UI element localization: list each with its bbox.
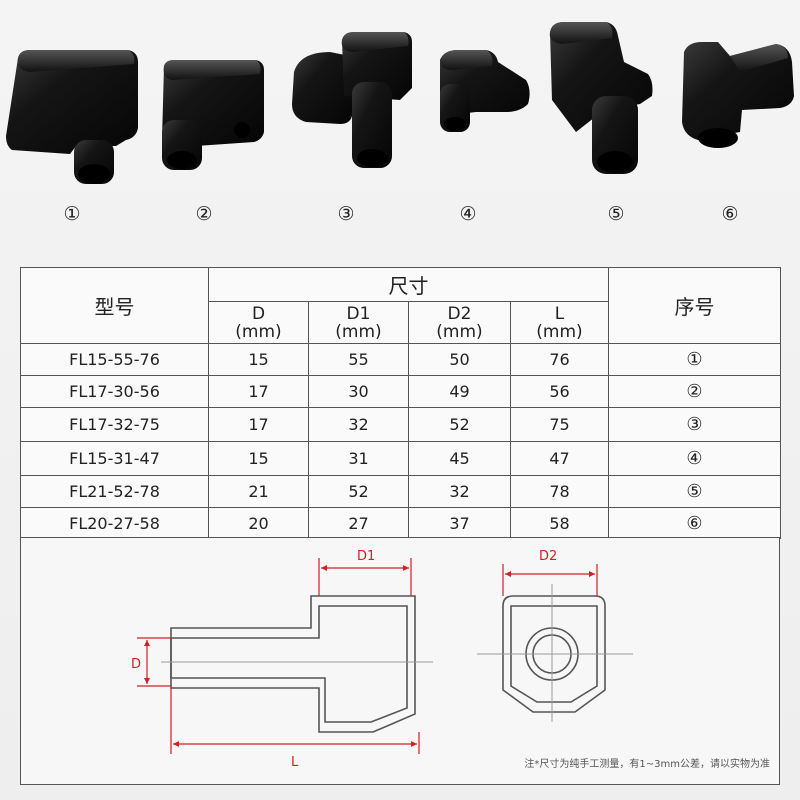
label-l: L [291,755,299,770]
cell-model: FL17-30-56 [20,375,209,408]
product-label-3: ③ [337,203,355,225]
cell-model: FL17-32-75 [20,407,209,442]
table-row: FL17-30-56 17 30 49 56 ② [20,375,781,408]
cell-d: 17 [208,407,309,442]
cell-d1: 27 [308,507,409,539]
cell-l: 56 [510,375,609,408]
cell-index: ⑤ [608,475,781,508]
side-view-inner [170,605,408,723]
cell-d2: 50 [408,343,511,376]
spec-table: 型号 尺寸 序号 D(mm) D1(mm) D2(mm) L(mm) FL15-… [20,267,781,539]
dimension-drawing: D1 D2 D L [131,549,633,770]
cell-index: ② [608,375,781,408]
cell-l: 75 [510,407,609,442]
product-photos [6,22,794,184]
header-size: 尺寸 [208,267,609,302]
product-label-2: ② [195,203,213,225]
cell-d1: 32 [308,407,409,442]
cell-d2: 37 [408,507,511,539]
cell-d: 20 [208,507,309,539]
cell-l: 76 [510,343,609,376]
header-col-l: L(mm) [510,301,609,344]
header-col-d: D(mm) [208,301,309,344]
cell-model: FL20-27-58 [20,507,209,539]
header-col-d2: D2(mm) [408,301,511,344]
product-2 [162,60,264,170]
cell-d1: 30 [308,375,409,408]
table-row: FL15-55-76 15 55 50 76 ① [20,343,781,376]
header-col-d1: D1(mm) [308,301,409,344]
cell-model: FL15-31-47 [20,441,209,476]
table-row: FL21-52-78 21 52 32 78 ⑤ [20,475,781,508]
cell-model: FL21-52-78 [20,475,209,508]
product-1 [6,50,138,184]
cell-d2: 49 [408,375,511,408]
side-view-outer [170,595,416,733]
product-4 [440,50,530,132]
table-row: FL15-31-47 15 31 45 47 ④ [20,441,781,476]
cell-d: 21 [208,475,309,508]
label-d2: D2 [539,549,557,564]
product-3 [292,32,412,168]
header-model: 型号 [20,267,209,344]
dimension-diagram: D1 D2 D L [20,537,780,785]
cell-index: ③ [608,407,781,442]
cell-d1: 31 [308,441,409,476]
cell-d1: 52 [308,475,409,508]
table-header-row: 型号 尺寸 序号 [20,267,781,344]
product-label-5: ⑤ [607,203,625,225]
table-row: FL20-27-58 20 27 37 58 ⑥ [20,507,781,539]
product-6 [682,42,794,148]
cell-l: 58 [510,507,609,539]
cell-d1: 55 [308,343,409,376]
label-d: D [131,657,141,672]
cell-d2: 52 [408,407,511,442]
product-label-1: ① [63,203,81,225]
cell-l: 47 [510,441,609,476]
label-d1: D1 [357,549,375,564]
cell-d: 15 [208,343,309,376]
product-label-4: ④ [459,203,477,225]
cell-d2: 45 [408,441,511,476]
product-photo-strip: ① ② ③ ④ ⑤ ⑥ [0,0,800,250]
cell-d2: 32 [408,475,511,508]
cell-index: ⑥ [608,507,781,539]
cell-index: ① [608,343,781,376]
cell-d: 15 [208,441,309,476]
measurement-note: 注*尺寸为纯手工测量，有1~3mm公差，请以实物为准 [524,759,770,770]
cell-d: 17 [208,375,309,408]
table-row: FL17-32-75 17 32 52 75 ③ [20,407,781,442]
product-5 [549,22,653,174]
front-view-inner [510,605,598,703]
cell-model: FL15-55-76 [20,343,209,376]
cell-index: ④ [608,441,781,476]
product-label-6: ⑥ [721,203,739,225]
cell-l: 78 [510,475,609,508]
header-index: 序号 [608,267,781,344]
front-view-outer [502,595,606,713]
